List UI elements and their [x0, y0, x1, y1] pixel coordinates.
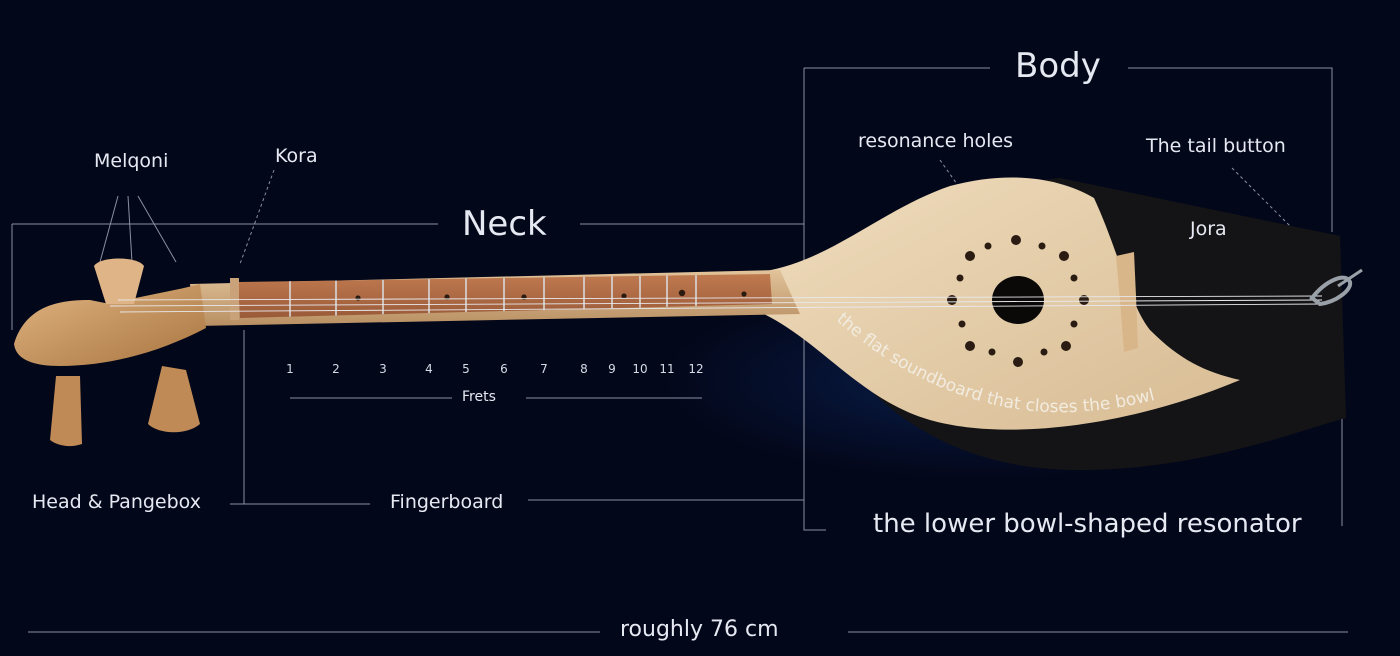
resonance-holes	[947, 235, 1089, 367]
tail-hook	[1337, 268, 1363, 288]
resonator-label: the lower bowl-shaped resonator	[873, 509, 1302, 539]
kora-label: Kora	[275, 145, 318, 167]
fingerboard-wood	[238, 274, 772, 318]
length-label: roughly 76 cm	[620, 617, 779, 642]
fingerboard-label: Fingerboard	[390, 491, 504, 513]
body-span-line	[804, 67, 1333, 232]
tail-button	[1309, 275, 1353, 307]
fret-number: 7	[540, 362, 548, 376]
body-label: Body	[1015, 46, 1101, 86]
neck-label: Neck	[462, 204, 547, 244]
fret-number: 9	[608, 362, 616, 376]
melqoni-label: Melqoni	[94, 150, 169, 172]
fret-number: 1	[286, 362, 294, 376]
head-pangebox-label: Head & Pangebox	[32, 491, 201, 513]
kora-leader-line	[239, 169, 275, 265]
fret-number: 11	[659, 362, 675, 376]
melqoni-leader-lines	[99, 195, 177, 263]
resonance-holes-leader-line	[939, 159, 965, 195]
jora-bridge	[1116, 252, 1138, 352]
peg-bottom-right	[148, 366, 200, 433]
tail-button-label: The tail button	[1146, 135, 1286, 157]
fret-number: 8	[580, 362, 588, 376]
strings	[109, 295, 1323, 313]
fret-number: 2	[332, 362, 340, 376]
sound-hole	[992, 276, 1044, 324]
peg-top	[94, 258, 144, 304]
fret-number: 3	[379, 362, 387, 376]
fret-number: 5	[462, 362, 470, 376]
frets-label: Frets	[462, 389, 496, 405]
resonator-left-bracket	[803, 424, 826, 531]
fret-number: 10	[632, 362, 648, 376]
resonance-holes-label: resonance holes	[858, 130, 1014, 152]
fret-number: 12	[688, 362, 704, 376]
peg-bottom-left	[50, 376, 82, 447]
jora-label: Jora	[1190, 218, 1227, 240]
kora-nut	[230, 278, 239, 320]
head-pegbox	[14, 284, 206, 366]
fret-number: 6	[500, 362, 508, 376]
fret-number: 4	[425, 362, 433, 376]
